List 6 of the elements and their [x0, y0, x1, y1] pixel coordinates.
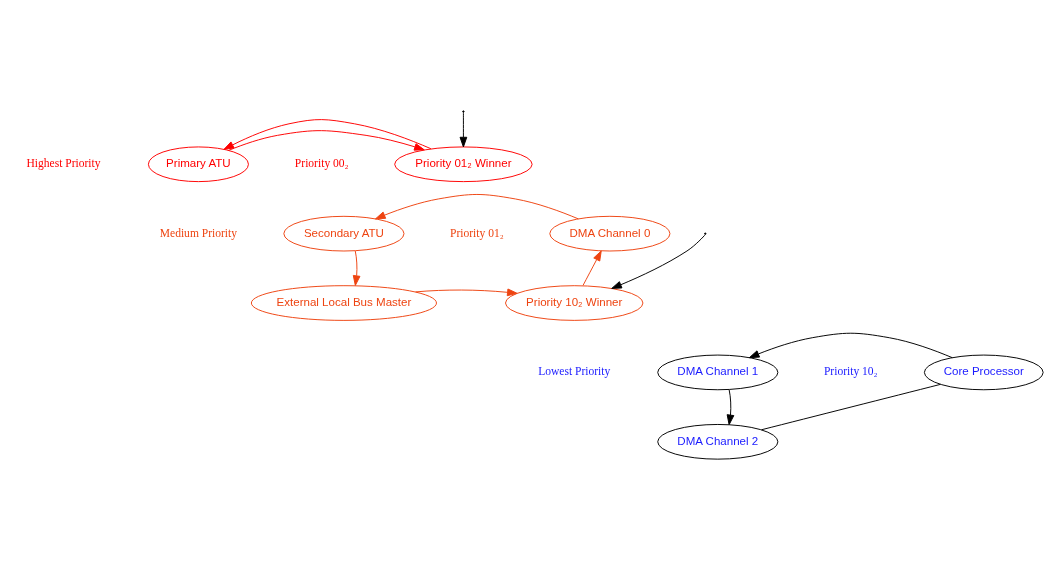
label: Highest Priority — [26, 157, 101, 171]
label: Priority 00₂ — [294, 157, 349, 171]
label: Lowest Priority — [538, 365, 611, 379]
label: Medium Priority — [159, 226, 238, 240]
label: Priority 01₂ — [450, 226, 504, 240]
label: Priority 10₂ — [823, 365, 878, 379]
